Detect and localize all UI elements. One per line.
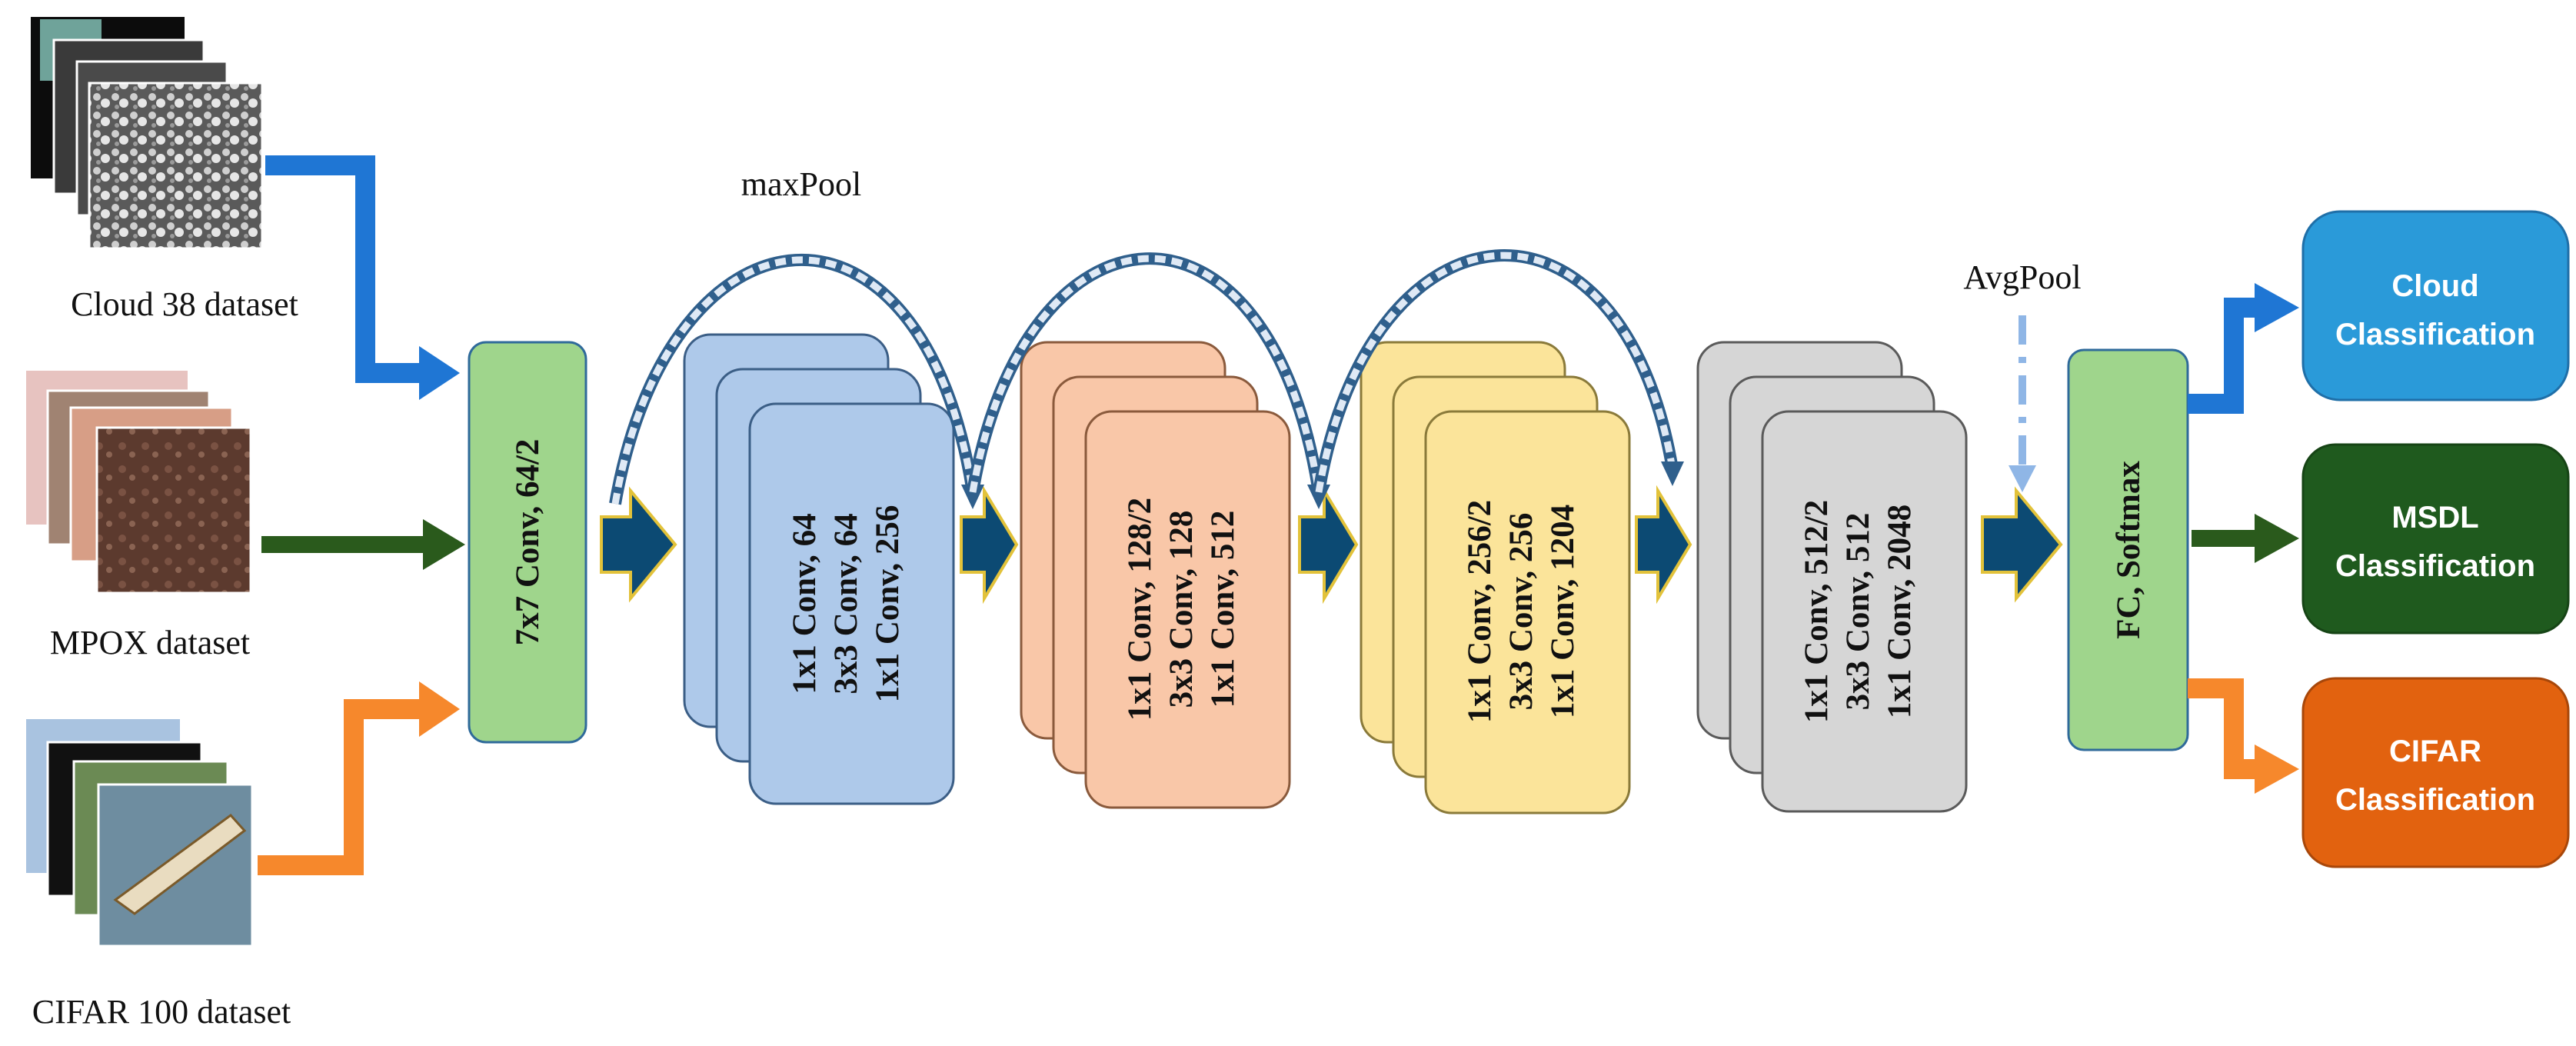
cifar-dataset-images xyxy=(26,719,254,948)
msdl-output-line-1: MSDL xyxy=(2391,501,2478,535)
stage-2-line-1: 1x1 Conv, 128/2 xyxy=(1122,498,1158,721)
stage-4-line-2: 3x3 Conv, 512 xyxy=(1840,513,1876,711)
mpox-input-arrow xyxy=(261,519,465,570)
stage-1-line-1: 1x1 Conv, 64 xyxy=(787,513,823,694)
stage-2-block: 1x1 Conv, 128/2 3x3 Conv, 128 1x1 Conv, … xyxy=(1020,341,1291,809)
msdl-classification-box: MSDL Classification xyxy=(2301,443,2570,635)
mpox-dataset-images xyxy=(26,371,252,595)
cloud-input-arrow xyxy=(265,155,460,400)
stem-conv-block: 7x7 Conv, 64/2 xyxy=(468,341,587,744)
msdl-output-arrow xyxy=(2192,514,2299,563)
stage-2-line-2: 3x3 Conv, 128 xyxy=(1163,511,1200,708)
stage-2-line-3: 1x1 Conv, 512 xyxy=(1205,511,1241,708)
stem-conv-label: 7x7 Conv, 64/2 xyxy=(510,439,546,646)
stage-1-line-2: 3x3 Conv, 64 xyxy=(828,513,864,694)
stage-1-block: 1x1 Conv, 64 3x3 Conv, 64 1x1 Conv, 256 xyxy=(683,333,955,805)
msdl-output-line-2: Classification xyxy=(2335,549,2535,583)
cifar-output-line-1: CIFAR xyxy=(2389,735,2481,768)
flow-arrow-4 xyxy=(1635,485,1692,605)
fc-softmax-label: FC, Softmax xyxy=(2111,461,2147,639)
stage-4-block: 1x1 Conv, 512/2 3x3 Conv, 512 1x1 Conv, … xyxy=(1696,341,1968,813)
cloud-output-line-1: Cloud xyxy=(2391,269,2478,303)
cifar-classification-box: CIFAR Classification xyxy=(2301,677,2570,868)
flow-arrow-1 xyxy=(600,486,677,603)
skip-connection-3 xyxy=(1313,249,1684,494)
stage-1-line-3: 1x1 Conv, 256 xyxy=(870,505,906,703)
stage-3-line-1: 1x1 Conv, 256/2 xyxy=(1462,500,1498,723)
flow-arrow-2 xyxy=(960,485,1019,605)
cifar-input-arrow xyxy=(258,681,460,875)
avgpool-arrow xyxy=(2009,315,2036,492)
maxpool-label: maxPool xyxy=(741,165,861,203)
stage-4-line-1: 1x1 Conv, 512/2 xyxy=(1799,500,1835,723)
flow-arrow-5 xyxy=(1981,486,2063,603)
cloud-output-line-2: Classification xyxy=(2335,318,2535,351)
cloud-classification-box: Cloud Classification xyxy=(2301,210,2570,401)
cifar-dataset-label: CIFAR 100 dataset xyxy=(32,993,291,1031)
avgpool-label: AvgPool xyxy=(1963,258,2081,296)
stage-4-line-3: 1x1 Conv, 2048 xyxy=(1882,505,1918,718)
cloud-dataset-images xyxy=(31,17,264,250)
cifar-output-line-2: Classification xyxy=(2335,783,2535,817)
cloud-dataset-label: Cloud 38 dataset xyxy=(71,285,298,323)
stage-3-line-2: 3x3 Conv, 256 xyxy=(1503,513,1539,711)
mpox-dataset-label: MPOX dataset xyxy=(50,624,250,661)
fc-softmax-block: FC, Softmax xyxy=(2067,348,2189,751)
stage-3-line-3: 1x1 Conv, 1204 xyxy=(1545,505,1581,718)
flow-arrow-3 xyxy=(1298,485,1359,605)
cloud-output-arrow xyxy=(2188,283,2299,414)
stage-3-block: 1x1 Conv, 256/2 3x3 Conv, 256 1x1 Conv, … xyxy=(1360,341,1631,814)
cifar-output-arrow xyxy=(2188,678,2299,794)
